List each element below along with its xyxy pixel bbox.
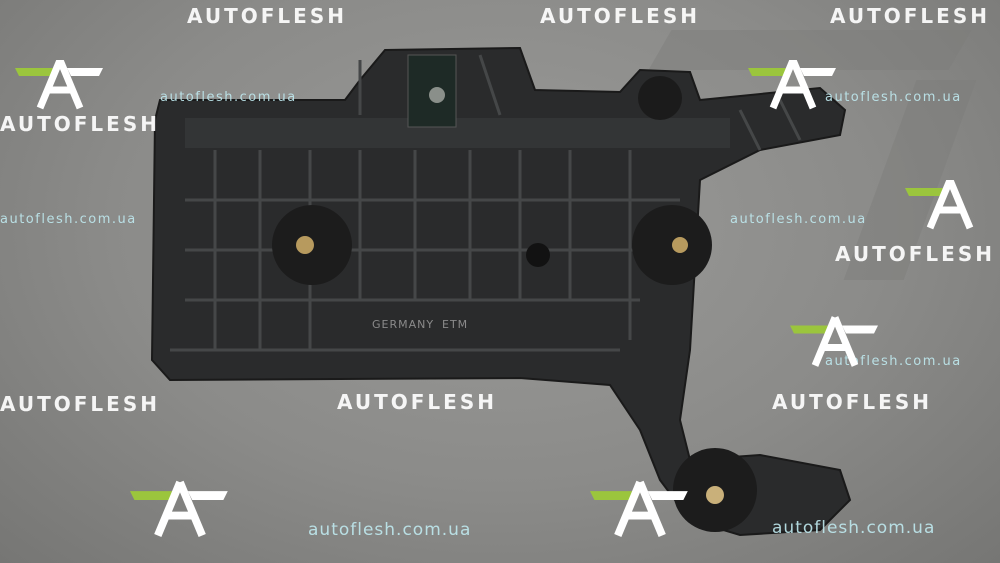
autoflesh-logo [130,480,228,538]
watermark-url: autoflesh.com.ua [825,90,962,105]
battery-tray [150,46,852,537]
fastener-wheel-left [272,205,352,285]
autoflesh-logo [748,60,836,110]
autoflesh-logo [905,180,974,230]
mount-boss [638,76,682,120]
watermark-brand: AUTOFLESH [835,242,995,266]
part-maker: ETM [442,318,469,331]
watermark-brand: AUTOFLESH [0,112,160,136]
autoflesh-logo [15,60,103,110]
watermark-brand: AUTOFLESH [0,392,160,416]
watermark-brand: AUTOFLESH [540,4,700,28]
tray-top-rib [185,118,730,148]
mount-hole [526,243,550,267]
fastener-wheel-bottom [673,448,757,532]
watermark-url: autoflesh.com.ua [772,518,936,538]
watermark-url: autoflesh.com.ua [0,212,137,227]
watermark-url: autoflesh.com.ua [160,90,297,105]
tray-ribs [170,54,802,352]
part-marking: GERMANY [372,318,435,331]
watermark-brand: AUTOFLESH [772,390,932,414]
watermark-brand: AUTOFLESH [337,390,497,414]
watermark-brand: AUTOFLESH [187,4,347,28]
watermark-url: autoflesh.com.ua [825,354,962,369]
autoflesh-logo [590,480,688,538]
autoflesh-logo [790,316,878,367]
fastener-wheel-right [632,205,712,285]
watermark-brand: AUTOFLESH [830,4,990,28]
watermark-url: autoflesh.com.ua [730,212,867,227]
watermark-url: autoflesh.com.ua [308,520,472,540]
bolt [429,87,445,103]
